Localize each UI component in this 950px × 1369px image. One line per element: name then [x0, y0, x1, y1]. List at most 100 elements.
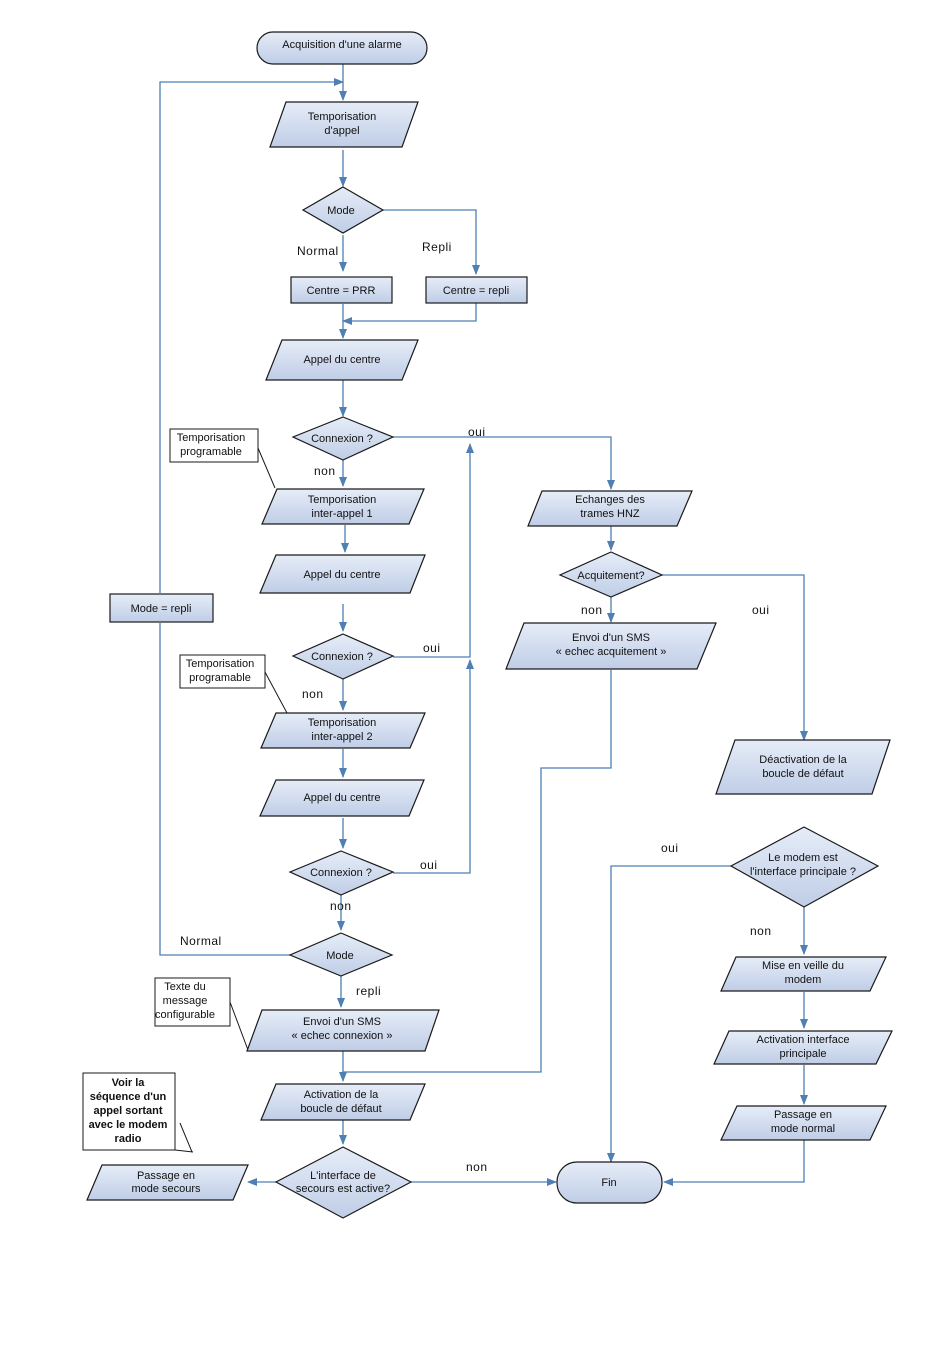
- veille-modem-line: modem: [785, 974, 822, 986]
- acquitement-decision: [558, 551, 664, 598]
- connexion3-text: Connexion ?: [310, 867, 372, 879]
- passage-normal-line: Passage en: [774, 1109, 832, 1121]
- mode1-line: Mode: [327, 205, 355, 217]
- tempo-inter2-line: inter-appel 2: [311, 731, 372, 743]
- connexion1-line: Connexion ?: [311, 433, 373, 445]
- flow-repli-merge: [342, 303, 477, 325]
- flow-acquit-oui: [662, 574, 808, 741]
- activation-boucle-node: [260, 1083, 426, 1121]
- label-oui-3: oui: [420, 858, 438, 872]
- label-non-acquit: non: [581, 603, 603, 617]
- sms-acquit-line: Envoi d'un SMS: [572, 632, 650, 644]
- texte-message-line: message: [163, 995, 208, 1007]
- label-non-3: non: [330, 899, 352, 913]
- appel-centre-2-node: [259, 554, 426, 594]
- texte-message-line: configurable: [155, 1009, 215, 1021]
- flow-connexion2-oui: [393, 443, 474, 658]
- label-oui-1: oui: [468, 425, 486, 439]
- appel2-line: Appel du centre: [303, 569, 380, 581]
- centre-prr-line: Centre = PRR: [307, 285, 376, 297]
- tempo-prog1-line: Temporisation: [177, 432, 245, 444]
- label-normal-2: Normal: [180, 934, 222, 948]
- mode-repli-text: Mode = repli: [131, 603, 192, 615]
- appel1-line: Appel du centre: [303, 354, 380, 366]
- label-oui-modem: oui: [661, 841, 679, 855]
- sms-acquit-line: « echec acquitement »: [556, 646, 667, 658]
- modem-principal-line: l'interface principale ?: [750, 866, 856, 878]
- centre-prr-text: Centre = PRR: [307, 285, 376, 297]
- connectors: [159, 64, 808, 1186]
- temporisation-inter-appel-1-node: [261, 488, 425, 525]
- passage-mode-normal-node: [720, 1105, 887, 1141]
- fin-line: Fin: [601, 1177, 616, 1189]
- start-line: Acquisition d'une alarme: [282, 39, 402, 51]
- tempo-inter1-line: inter-appel 1: [311, 508, 372, 520]
- label-non-1: non: [314, 464, 336, 478]
- mode2-text: Mode: [326, 950, 354, 962]
- passage-normal-text: Passage en mode normal: [771, 1109, 835, 1135]
- activation-boucle-line: Activation de la: [304, 1089, 379, 1101]
- mode-2-decision: [288, 932, 394, 977]
- centre-prr-box: [290, 276, 393, 304]
- sms-echec-connexion-node: [246, 1009, 440, 1052]
- tempo-prog2-line: Temporisation: [186, 658, 254, 670]
- label-non-secours: non: [466, 1160, 488, 1174]
- flow-modem-oui-to-fin: [607, 865, 731, 1163]
- acquitement-text: Acquitement?: [577, 570, 644, 582]
- texte-message-line: Texte du: [164, 981, 206, 993]
- mode-repli-line: Mode = repli: [131, 603, 192, 615]
- centre-repli-line: Centre = repli: [443, 285, 509, 297]
- mise-en-veille-node: [720, 956, 887, 992]
- tempo-prog1-line: programable: [180, 446, 242, 458]
- appel1-text: Appel du centre: [303, 354, 380, 366]
- mode2-line: Mode: [326, 950, 354, 962]
- temporisation-appel-node: [269, 101, 419, 148]
- note-voir-sequence: [82, 1072, 176, 1151]
- flow-sms-acquit-to-activation: [343, 670, 612, 1073]
- sms-echec-acquitement-node: [505, 622, 717, 670]
- texte-message-text: Texte du message configurable: [155, 981, 215, 1021]
- modem-principal-decision: [729, 826, 880, 908]
- passage-secours-line: Passage en: [137, 1170, 195, 1182]
- connexion-2-decision: [291, 633, 395, 680]
- flow-moderepli-to-tempo: [159, 78, 344, 593]
- activation-interface-line: principale: [779, 1048, 826, 1060]
- note-texte-message: [154, 977, 231, 1027]
- start-terminal: [256, 31, 428, 65]
- sms-connexion-line: « echec connexion »: [292, 1030, 393, 1042]
- centre-repli-text: Centre = repli: [443, 285, 509, 297]
- label-non-modem: non: [750, 924, 772, 938]
- desactivation-line: Déactivation de la: [759, 754, 847, 766]
- interface-secours-line: L'interface de: [310, 1170, 376, 1182]
- callout-lines: [174, 447, 288, 1153]
- flow-mode2-normal: [159, 623, 290, 956]
- connexion-3-decision: [288, 850, 395, 896]
- passage-secours-line: mode secours: [131, 1183, 201, 1195]
- appel3-line: Appel du centre: [303, 792, 380, 804]
- temporisation-inter-appel-2-node: [260, 712, 426, 749]
- passage-normal-line: mode normal: [771, 1123, 835, 1135]
- mode-repli-box: [109, 593, 214, 623]
- appel2-text: Appel du centre: [303, 569, 380, 581]
- veille-modem-line: Mise en veille du: [762, 960, 844, 972]
- acquitement-line: Acquitement?: [577, 570, 644, 582]
- mode-decision: [301, 186, 385, 234]
- voir-sequence-line: appel sortant: [93, 1105, 162, 1117]
- connexion2-line: Connexion ?: [311, 651, 373, 663]
- flow-connexion3-oui: [393, 659, 474, 874]
- appel3-text: Appel du centre: [303, 792, 380, 804]
- voir-sequence-line: séquence d'un: [90, 1091, 167, 1103]
- fin-terminal: [556, 1161, 663, 1204]
- label-oui-2: oui: [423, 641, 441, 655]
- voir-sequence-line: avec le modem: [89, 1119, 168, 1131]
- note-temporisation-programable-1: [169, 428, 259, 463]
- interface-secours-decision: [274, 1146, 413, 1219]
